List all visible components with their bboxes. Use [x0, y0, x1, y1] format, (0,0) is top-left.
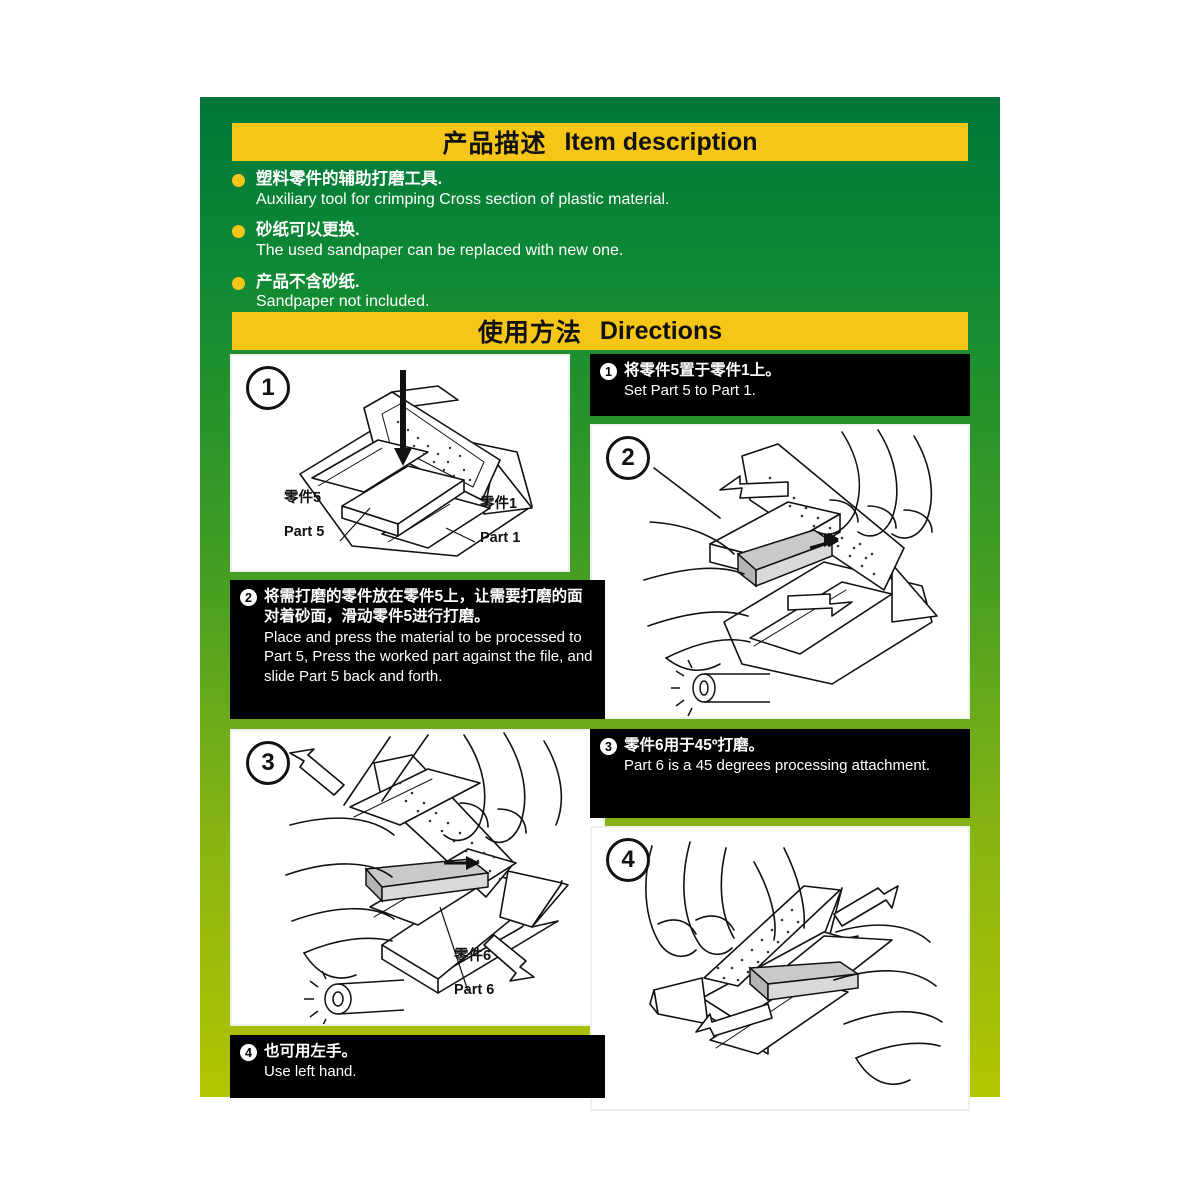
bullet-dot-icon [232, 225, 245, 239]
illustration-panel-1: 1 [230, 354, 570, 572]
directions-title-en: Directions [599, 316, 723, 345]
description-bullet-3-en: Sandpaper not included. [256, 293, 430, 311]
panel-3-drawing [285, 732, 569, 1024]
bullet-dot-icon [232, 174, 245, 187]
panel-1-drawing [299, 370, 533, 557]
description-bullet-3: 产品不含砂纸. Sandpaper not included. [230, 272, 970, 313]
step-1-text-cn: 将零件5置于零件1上。 [624, 362, 781, 379]
description-bullet-1-en: Auxiliary tool for crimping Cross sectio… [256, 190, 670, 208]
description-bullet-1-cn: 塑料零件的辅助打磨工具. [256, 170, 443, 188]
description-bullet-1: 塑料零件的辅助打磨工具. Auxiliary tool for crimping… [230, 169, 970, 210]
directions-title-cn: 使用方法 [477, 319, 582, 347]
step-1-caption: 1 将零件5置于零件1上。 Set Part 5 to Part 1. [590, 354, 970, 416]
step-4-text-cn: 也可用左手。 [264, 1043, 358, 1060]
panel-2-step-number: 2 [606, 436, 650, 480]
panel-1-label-part1: 零件1 Part 1 [480, 495, 521, 546]
item-description-header: 产品描述 Item description [232, 123, 968, 161]
illustration-panel-2: 2 [590, 424, 970, 719]
step-2-text-cn: 将需打磨的零件放在零件5上，让需要打磨的面对着砂面，滑动零件5进行打磨。 [264, 588, 583, 626]
illustration-panel-4: 4 [590, 826, 970, 1111]
item-description-title-en: Item description [564, 127, 758, 156]
panel-3-step-number: 3 [246, 741, 290, 785]
description-bullet-3-cn: 产品不含砂纸. [256, 272, 360, 291]
step-2-number: 2 [240, 589, 257, 606]
step-2-caption: 2 将需打磨的零件放在零件5上，让需要打磨的面对着砂面，滑动零件5进行打磨。 P… [230, 580, 605, 719]
step-3-number: 3 [600, 738, 617, 755]
step-3-text-cn: 零件6用于45º打磨。 [624, 737, 765, 754]
step-4-number: 4 [240, 1044, 257, 1061]
illustration-panel-3: 3 [230, 729, 605, 1026]
directions-header: 使用方法 Directions [232, 312, 968, 350]
description-bullet-2: 砂纸可以更换. The used sandpaper can be replac… [230, 220, 970, 261]
panel-4-drawing [645, 841, 943, 1085]
instruction-card: 产品描述 Item description 塑料零件的辅助打磨工具. Auxil… [200, 97, 1000, 1111]
item-description-title-cn: 产品描述 [442, 130, 547, 158]
description-bullet-list: 塑料零件的辅助打磨工具. Auxiliary tool for crimping… [230, 169, 970, 323]
step-1-number: 1 [600, 363, 617, 380]
step-2-text-en: Place and press the material to be proce… [264, 628, 593, 685]
step-4-text-en: Use left hand. [264, 1063, 357, 1081]
description-bullet-2-en: The used sandpaper can be replaced with … [256, 242, 624, 260]
step-3-text-en: Part 6 is a 45 degrees processing attach… [624, 757, 931, 775]
panel-1-label-part5: 零件5 Part 5 [284, 489, 325, 540]
panel-4-step-number: 4 [606, 838, 650, 882]
step-1-text-en: Set Part 5 to Part 1. [624, 382, 756, 400]
description-bullet-2-cn: 砂纸可以更换. [256, 221, 360, 240]
panel-2-drawing [643, 429, 938, 717]
step-3-caption: 3 零件6用于45º打磨。 Part 6 is a 45 degrees pro… [590, 729, 970, 818]
down-arrow-icon [394, 370, 412, 466]
bullet-dot-icon [232, 276, 245, 290]
panel-3-label-part6: 零件6 Part 6 [454, 947, 495, 998]
step-4-caption: 4 也可用左手。 Use left hand. [230, 1035, 605, 1098]
panel-1-step-number: 1 [246, 366, 290, 410]
